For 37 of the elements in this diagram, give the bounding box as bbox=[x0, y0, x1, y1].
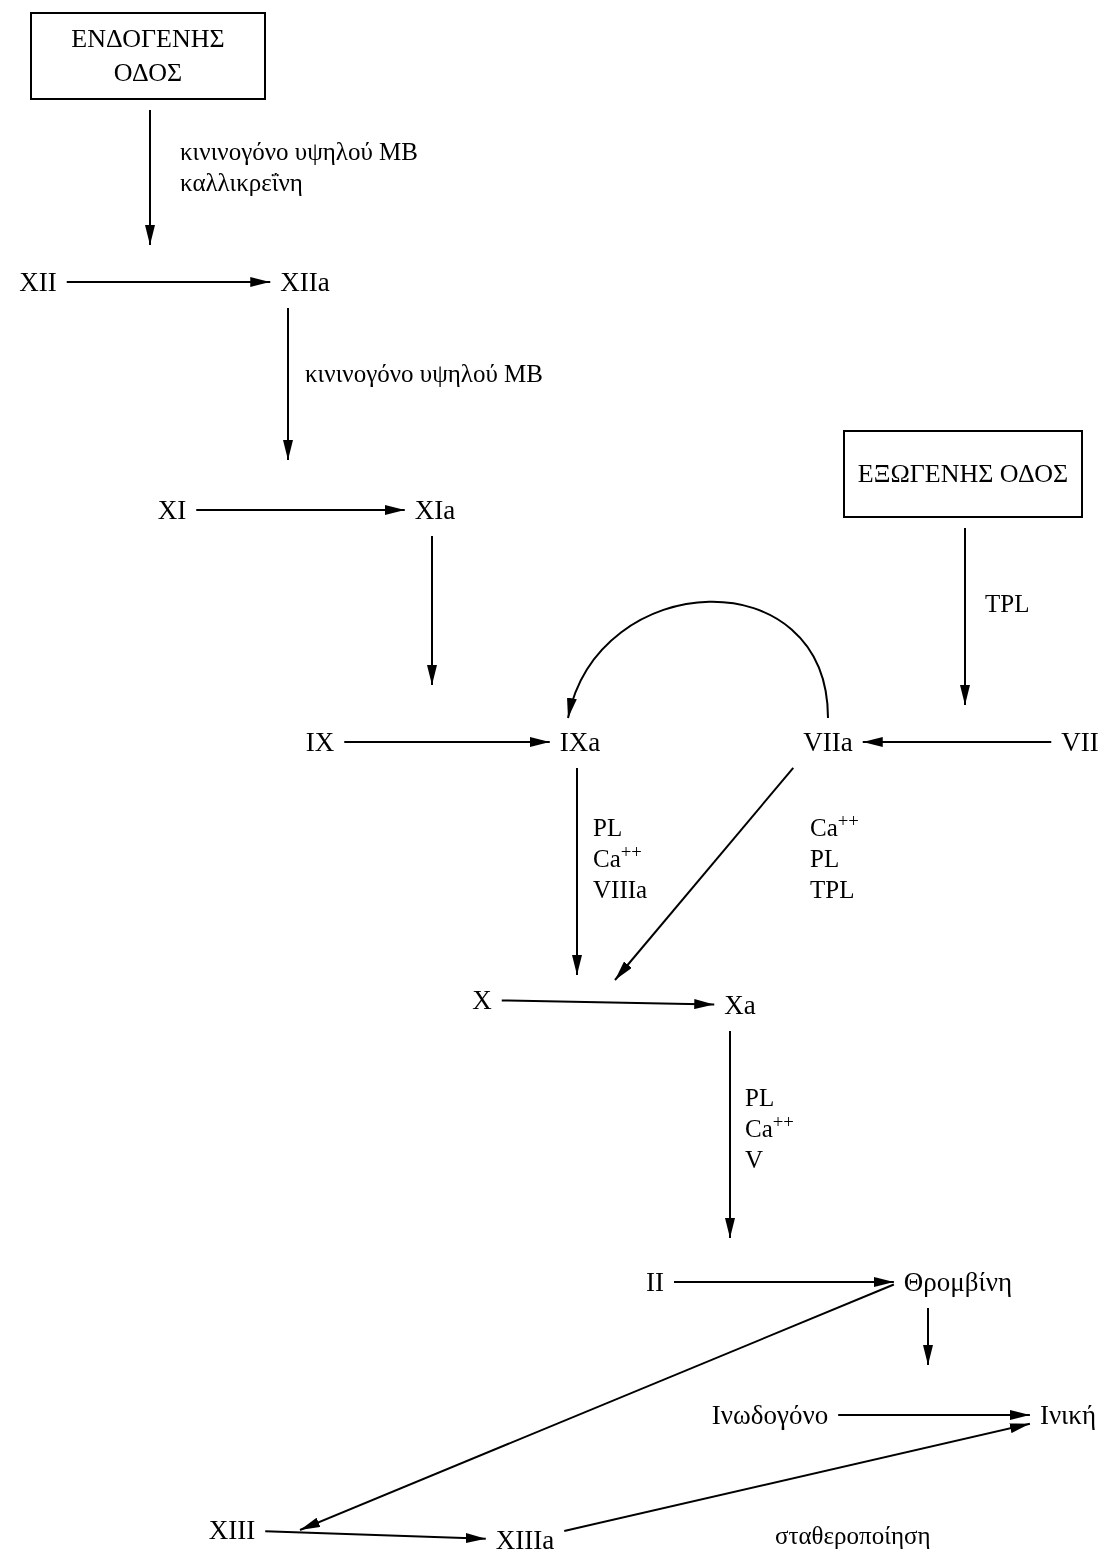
factor-label: Xa bbox=[724, 989, 756, 1021]
arrow bbox=[299, 1283, 895, 1531]
factor-label: VIIa bbox=[803, 726, 853, 758]
factor-label: XIa bbox=[414, 494, 456, 526]
factor-label: II bbox=[646, 1266, 664, 1298]
arrow bbox=[960, 527, 970, 706]
arrow bbox=[195, 505, 406, 515]
arrow bbox=[673, 1277, 895, 1287]
arrow bbox=[567, 600, 829, 719]
factor-label: IXa bbox=[559, 726, 601, 758]
arrow bbox=[427, 535, 437, 686]
arrow bbox=[572, 767, 582, 976]
factor-label: IX bbox=[305, 726, 335, 758]
arrow bbox=[614, 766, 795, 981]
arrow bbox=[500, 999, 716, 1010]
arrow bbox=[283, 307, 293, 461]
arrow bbox=[264, 1530, 487, 1543]
factor-label: Θρομβίνη bbox=[903, 1266, 1013, 1298]
arrow bbox=[837, 1410, 1031, 1420]
factor-label: XIII bbox=[208, 1514, 256, 1546]
arrow bbox=[923, 1307, 933, 1366]
factor-label: XIIa bbox=[280, 266, 330, 298]
arrow bbox=[145, 109, 155, 246]
arrow bbox=[563, 1422, 1031, 1532]
factor-label: Ινωδογόνο bbox=[711, 1399, 829, 1431]
pathway-box: ΕΝΔΟΓΕΝΗΣ ΟΔΟΣ bbox=[30, 12, 266, 100]
arrow bbox=[725, 1030, 735, 1239]
arrow bbox=[861, 737, 1053, 747]
factor-label: Ινική bbox=[1039, 1399, 1097, 1431]
arrow bbox=[343, 737, 551, 747]
factor-label: X bbox=[472, 984, 492, 1016]
factor-label: VII bbox=[1061, 726, 1099, 758]
arrow bbox=[65, 277, 272, 287]
factor-label: XIIIa bbox=[495, 1524, 555, 1556]
factor-label: XII bbox=[19, 266, 57, 298]
factor-label: XI bbox=[157, 494, 187, 526]
pathway-box: ΕΞΩΓΕΝΗΣ ΟΔΟΣ bbox=[843, 430, 1083, 518]
